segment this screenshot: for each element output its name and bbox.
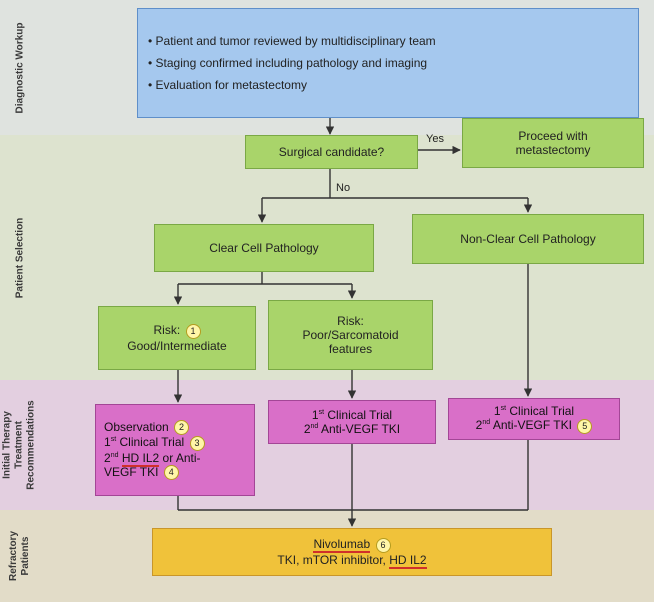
- risk-good-box: Risk: 1 Good/Intermediate: [98, 306, 256, 370]
- footnote-badge: 1: [185, 323, 201, 339]
- workup-item: • Evaluation for metastectomy: [148, 78, 307, 92]
- non-clear-cell-box: Non-Clear Cell Pathology: [412, 214, 644, 264]
- surgical-candidate-box: Surgical candidate?: [245, 135, 418, 169]
- refractory-box: Nivolumab 6 TKI, mTOR inhibitor, HD IL2: [152, 528, 552, 576]
- therapy-right-box: 1st Clinical Trial 2nd Anti-VEGF TKI 5: [448, 398, 620, 440]
- therapy-left-box: Observation 2 1st Clinical Trial 3 2nd H…: [95, 404, 255, 496]
- workup-item: • Patient and tumor reviewed by multidis…: [148, 34, 436, 48]
- workup-box: • Patient and tumor reviewed by multidis…: [137, 8, 639, 118]
- therapy-mid-box: 1st Clinical Trial 2nd Anti-VEGF TKI: [268, 400, 436, 444]
- section-label-initial: Initial Therapy Treatment Recommendation…: [2, 400, 38, 490]
- section-label-selection: Patient Selection: [14, 217, 26, 298]
- footnote-badge: 2: [174, 420, 190, 436]
- footnote-badge: 4: [163, 464, 179, 480]
- no-label: No: [336, 182, 351, 194]
- footnote-badge: 3: [189, 435, 205, 451]
- workup-item: • Staging confirmed including pathology …: [148, 56, 428, 70]
- yes-label: Yes: [426, 133, 444, 145]
- footnote-badge: 6: [375, 537, 391, 553]
- clear-cell-box: Clear Cell Pathology: [154, 224, 374, 272]
- footnote-badge: 5: [577, 418, 593, 434]
- risk-poor-box: Risk: Poor/Sarcomatoid features: [268, 300, 433, 370]
- proceed-metastectomy-box: Proceed with metastectomy: [462, 118, 644, 168]
- section-label-diagnostic: Diagnostic Workup: [14, 22, 25, 113]
- section-label-refractory: Refractory Patients: [8, 530, 31, 582]
